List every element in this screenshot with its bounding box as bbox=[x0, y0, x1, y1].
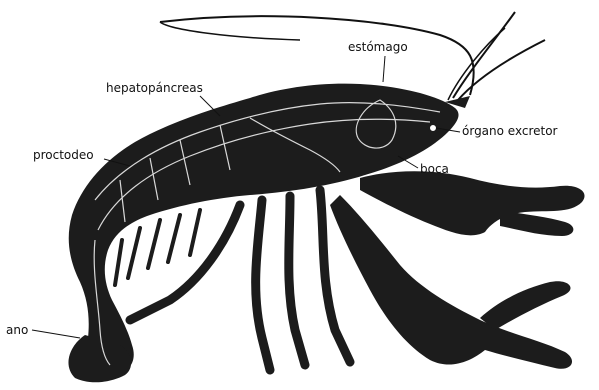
label-organo-excretor: órgano excretor bbox=[462, 125, 558, 137]
label-proctodeo: proctodeo bbox=[33, 149, 94, 161]
label-boca: boca bbox=[420, 163, 449, 175]
claws bbox=[330, 171, 585, 369]
walking-legs bbox=[130, 190, 350, 370]
label-estomago: estómago bbox=[348, 41, 408, 53]
label-ano: ano bbox=[6, 324, 28, 336]
label-hepatopancreas: hepatopáncreas bbox=[106, 82, 203, 94]
